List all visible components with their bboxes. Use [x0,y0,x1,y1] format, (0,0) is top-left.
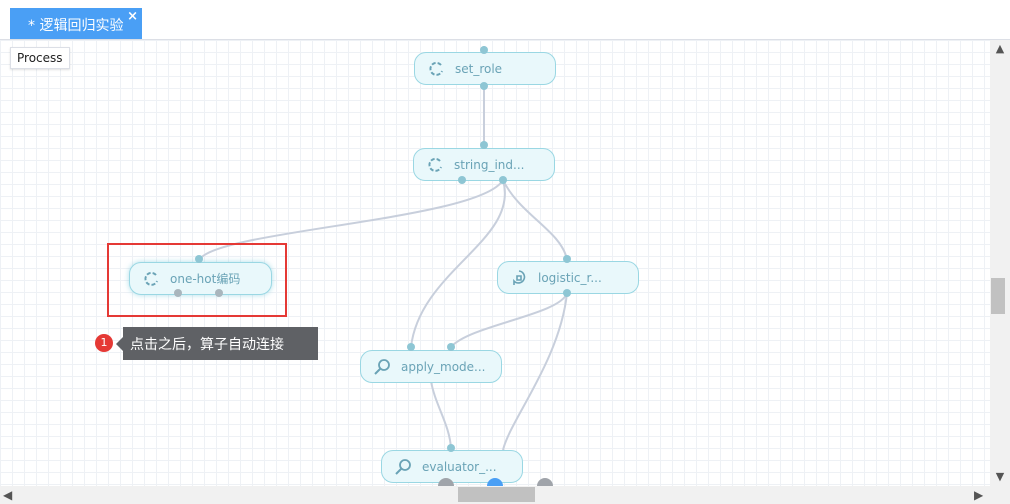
node-string-indexer[interactable]: string_ind... [413,148,555,181]
horizontal-scroll-thumb[interactable] [458,487,535,502]
edge-stringind-onehot [199,179,504,260]
pager-dot-active[interactable] [487,478,503,486]
scroll-down-icon[interactable]: ▼ [995,470,1005,483]
refresh-icon [428,157,442,172]
output-port[interactable] [499,176,507,184]
tab-bar: * 逻辑回归实验 × [0,0,1010,40]
output-port[interactable] [458,176,466,184]
output-port[interactable] [174,289,182,297]
scroll-left-icon[interactable]: ◀ [3,488,13,502]
search-icon [395,458,411,475]
search-icon [374,358,390,375]
input-port[interactable] [195,255,203,263]
node-label: logistic_r... [538,270,602,285]
node-label: string_ind... [454,157,525,172]
scrollbar-corner [990,486,1010,504]
edge-logistic-evaluator [502,292,568,451]
node-label: set_role [455,61,503,76]
node-label: apply_mode... [401,359,486,374]
highlight-box [107,243,287,317]
edge-stringind-apply [410,179,506,348]
process-button[interactable]: Process [10,47,70,69]
node-apply-model[interactable]: apply_mode... [360,350,502,383]
node-evaluator[interactable]: evaluator_... [381,450,523,483]
pager-dot[interactable] [438,478,454,486]
flow-canvas[interactable]: set_role string_ind... one-hot编码 logisti… [0,40,990,486]
input-port[interactable] [407,343,415,351]
connection-lines [199,46,568,451]
refresh-icon [144,271,158,286]
tooltip: 点击之后，算子自动连接 [116,327,318,360]
horizontal-scrollbar[interactable]: ◀ ▶ [0,486,990,504]
tab-logistic-experiment[interactable]: * 逻辑回归实验 × [10,8,142,39]
node-label: one-hot编码 [170,272,241,286]
input-port[interactable] [480,141,488,149]
node-onehot[interactable]: one-hot编码 [129,262,272,295]
tab-title: * 逻辑回归实验 [28,18,124,34]
input-port[interactable] [563,255,571,263]
node-set-role[interactable]: set_role [414,52,556,85]
edge-logistic-apply [450,292,568,348]
pager-dot[interactable] [537,478,553,486]
step-badge: 1 [95,334,113,352]
scroll-up-icon[interactable]: ▲ [995,42,1005,55]
edge-apply-evaluator [430,380,452,450]
vertical-scroll-thumb[interactable] [991,278,1005,314]
input-port[interactable] [480,46,488,54]
input-port[interactable] [447,444,455,452]
input-port[interactable] [447,343,455,351]
output-port[interactable] [563,289,571,297]
output-port[interactable] [215,289,223,297]
close-icon[interactable]: × [127,9,138,24]
vertical-scrollbar[interactable]: ▲ ▼ [990,40,1010,486]
brain-icon [513,269,526,285]
edge-stringind-logistic [502,179,568,260]
refresh-icon [429,61,443,76]
scroll-right-icon[interactable]: ▶ [974,488,984,502]
node-label: evaluator_... [422,459,497,474]
output-port[interactable] [480,82,488,90]
